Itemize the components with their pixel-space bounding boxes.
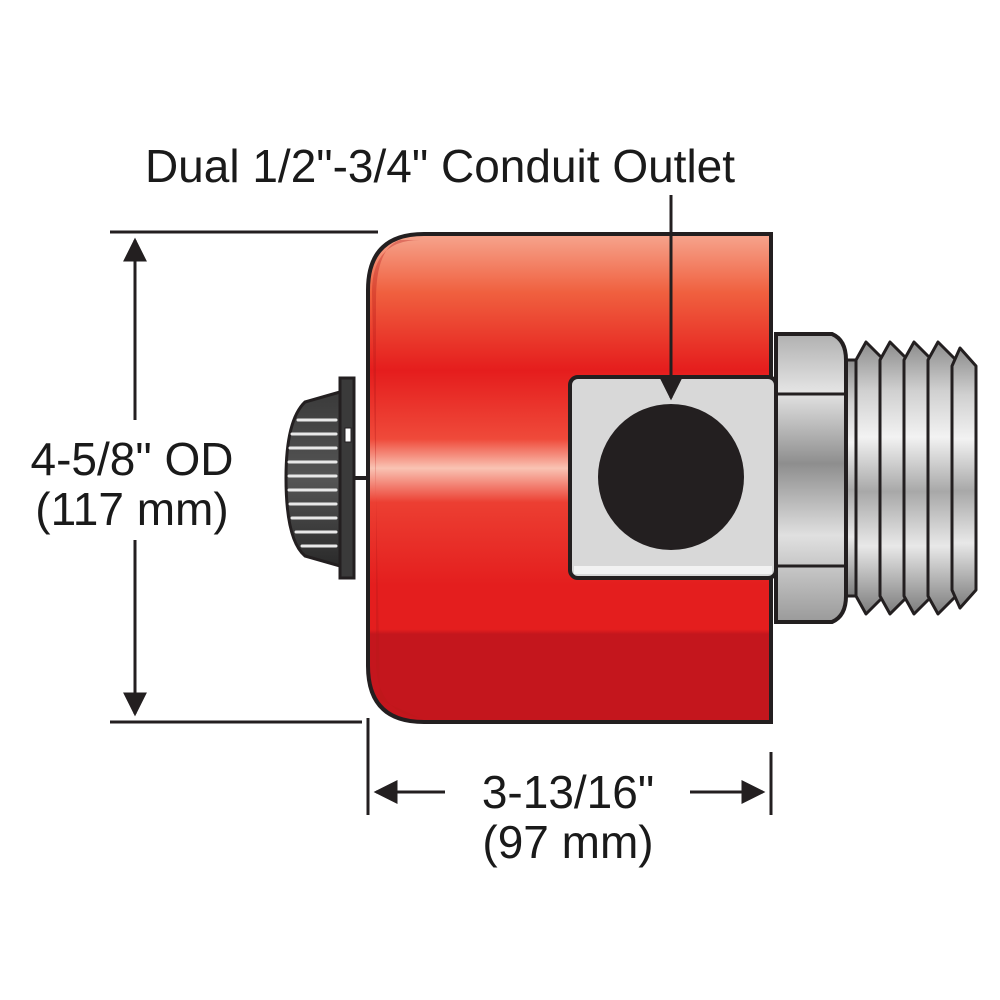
length-metric-label: (97 mm) [482, 816, 653, 868]
length-dimension [366, 718, 773, 815]
outlet-hole-icon [598, 404, 744, 550]
length-imperial-label: 3-13/16" [482, 766, 654, 818]
height-imperial-label: 4-5/8" OD [31, 433, 234, 485]
conduit-outlet [568, 375, 778, 580]
adjustment-knob-icon [284, 376, 370, 580]
height-metric-label: (117 mm) [35, 483, 228, 535]
threaded-fitting-icon [774, 332, 978, 624]
outlet-label: Dual 1/2"-3/4" Conduit Outlet [145, 140, 735, 192]
height-dimension [110, 230, 378, 724]
